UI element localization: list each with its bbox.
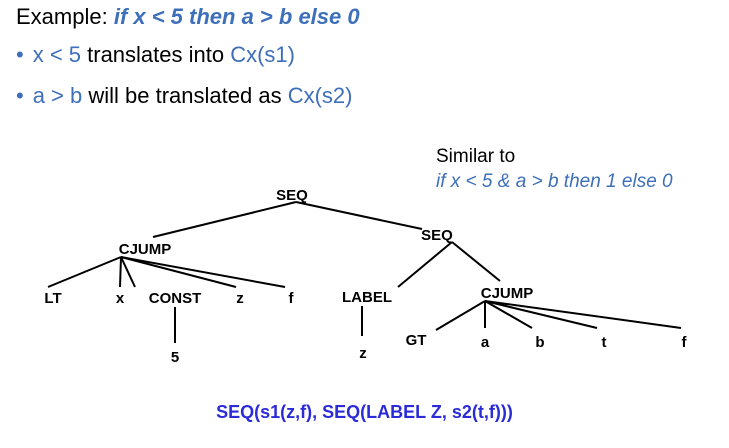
heading-prefix: Example: [16,4,114,29]
bullet-2-text: will be translated as [82,83,288,108]
node-label: LABEL [342,289,392,306]
similar-note: Similar to if x < 5 & a > b then 1 else … [436,144,673,194]
bullet-2-code: Cx(s2) [287,83,353,108]
bullet-1-text: translates into [81,42,231,67]
node-lt: LT [44,290,61,307]
node-seq-root: SEQ [276,187,308,204]
tree-edge-cjump_left-lt [47,256,122,288]
tree-edge-seq_root-seq_right [295,201,423,230]
node-z-left: z [236,290,244,307]
node-seq-right: SEQ [421,227,453,244]
bullet-item-2: • a > b will be translated as Cx(s2) [16,83,352,109]
bullet-2-condition: a > b [32,83,83,108]
node-t: t [602,334,607,351]
tree-edge-cjump_left-f1 [120,256,286,288]
tree-edge-cjump_right-t [484,300,598,329]
slide-heading: Example: if x < 5 then a > b else 0 [16,4,360,30]
tree-edge-seq_right-label [397,241,453,288]
result-expression: SEQ(s1(z,f), SEQ(LABEL Z, s2(t,f))) [216,402,513,422]
similar-note-label: Similar to [436,146,516,167]
tree-edge-cjump_left-z1 [120,256,237,288]
tree-nodes: SEQ CJUMP SEQ LT x CONST z f 5 LABEL z C… [44,187,687,366]
tree-edge-cjump_right-b [484,300,533,329]
node-x: x [116,290,125,307]
bullet-item-1: • x < 5 translates into Cx(s1) [16,42,295,68]
bullet-dot-icon: • [16,42,24,67]
tree-edge-cjump_right-gt [435,300,486,331]
node-const: CONST [149,290,202,307]
node-cjump-right: CJUMP [481,285,534,302]
tree-edges [47,201,682,343]
tree-edge-cjump_right-f2 [484,300,682,329]
tree-edge-seq_right-cjump_right [451,241,501,282]
bullet-dot-icon: • [16,83,24,108]
heading-expression: if x < 5 then a > b else 0 [113,4,360,29]
node-a: a [481,334,490,351]
tree-edge-seq_root-cjump_left [152,201,297,238]
bullet-1-condition: x < 5 [32,42,82,67]
node-cjump-left: CJUMP [119,241,172,258]
node-f-left: f [289,290,295,307]
similar-note-expression: if x < 5 & a > b then 1 else 0 [436,171,673,192]
bullet-1-code: Cx(s1) [230,42,295,67]
node-five: 5 [171,349,179,366]
node-z-right: z [359,345,367,362]
node-b: b [535,334,544,351]
node-f-right: f [682,334,688,351]
ir-tree-diagram: SEQ CJUMP SEQ LT x CONST z f 5 LABEL z C… [44,187,687,366]
tree-edge-cjump_left-x [119,256,122,288]
tree-edge-cjump_left-const [120,256,136,288]
node-gt: GT [406,332,427,349]
